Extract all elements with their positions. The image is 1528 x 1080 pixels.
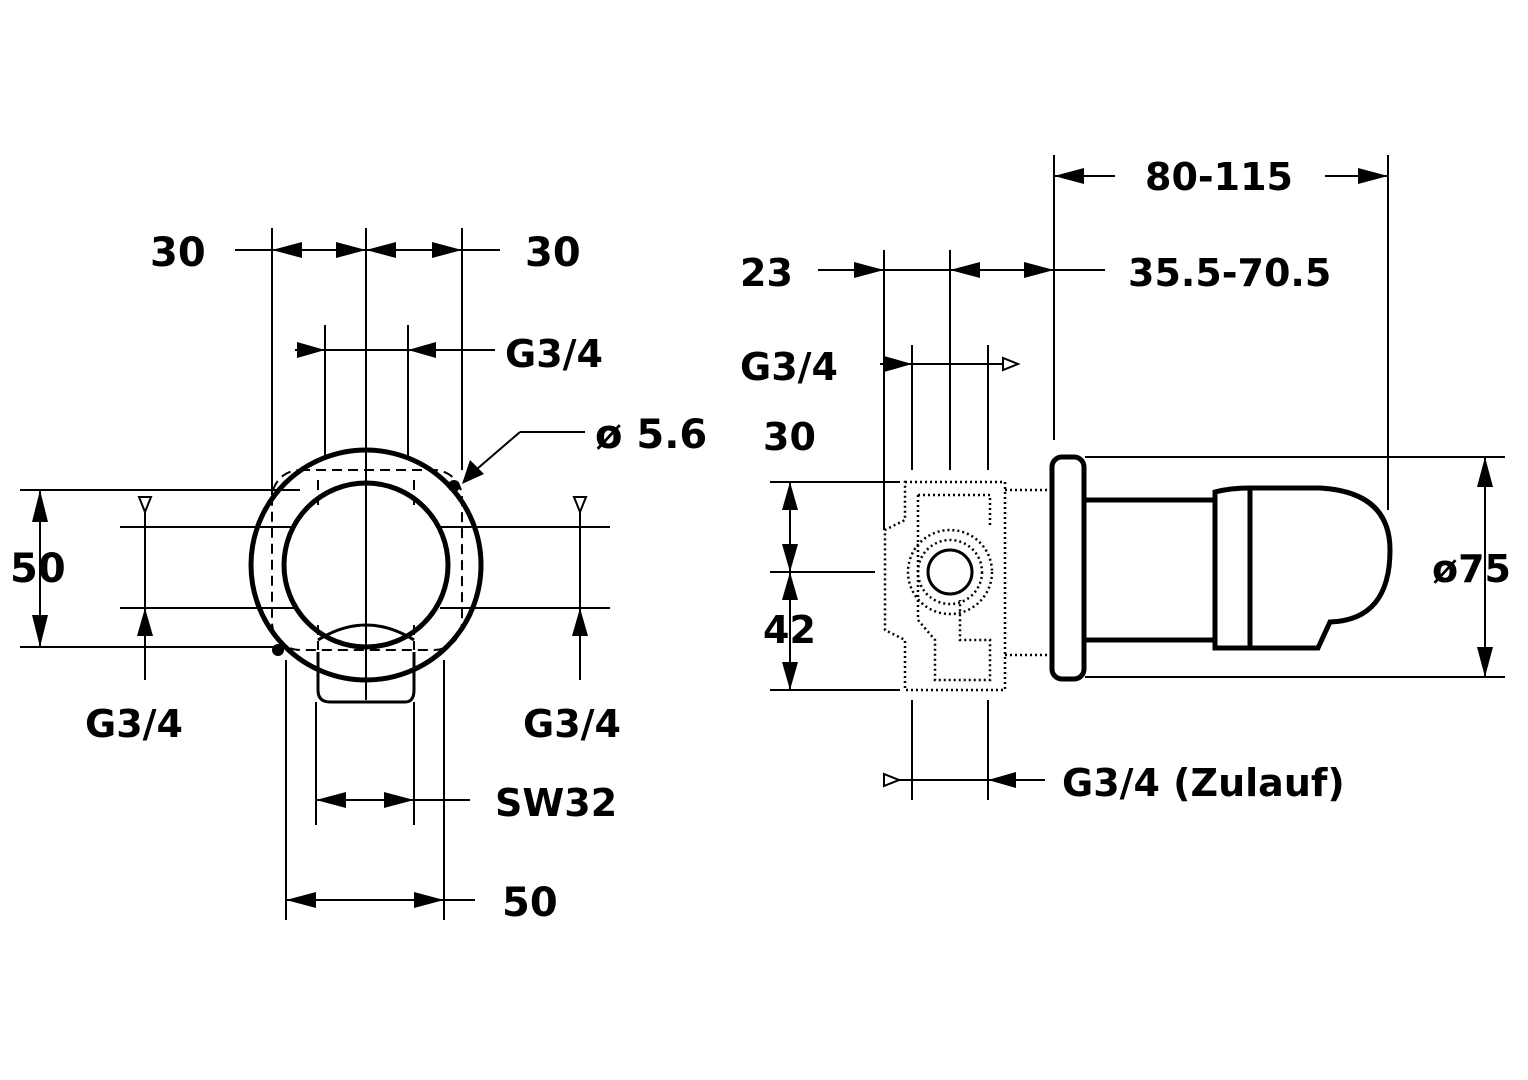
side-valve-port <box>906 528 994 616</box>
side-dim-thread-top: G3/4 <box>740 345 838 389</box>
front-dim-thread-top: G3/4 <box>505 332 603 376</box>
front-dim-thread-right: G3/4 <box>523 702 621 746</box>
side-dim-upper: 30 <box>763 415 816 459</box>
front-dim-height: 50 <box>10 546 66 592</box>
front-wrench-nut <box>316 652 416 704</box>
side-dim-inlet: G3/4 (Zulauf) <box>1062 761 1345 805</box>
front-dim-30-right: 30 <box>525 230 581 276</box>
front-view: 30 30 G3/4 ø 5.6 50 G3/4 G3/4 SW32 <box>10 228 707 926</box>
side-view: 80-115 23 35.5-70.5 G3/4 30 42 ø75 G3/4 … <box>740 155 1511 805</box>
side-dim-total-length: 80-115 <box>1145 155 1293 199</box>
front-dim-hole: ø 5.6 <box>595 412 707 458</box>
side-dim-extension: 35.5-70.5 <box>1128 251 1331 295</box>
front-dim-wrench: SW32 <box>495 781 617 825</box>
side-sleeve <box>1084 497 1218 643</box>
side-dim-rosette-diameter: ø75 <box>1432 547 1511 591</box>
side-dim-body-depth: 23 <box>740 251 793 295</box>
front-dim-30-left: 30 <box>150 230 206 276</box>
side-valve-body <box>883 480 1007 692</box>
side-dim-lower: 42 <box>763 608 816 652</box>
front-dim-thread-left: G3/4 <box>85 702 183 746</box>
side-rosette <box>1049 454 1087 682</box>
front-dim-width: 50 <box>502 880 558 926</box>
side-handle <box>1212 485 1393 651</box>
front-mounting-hole <box>448 480 460 492</box>
